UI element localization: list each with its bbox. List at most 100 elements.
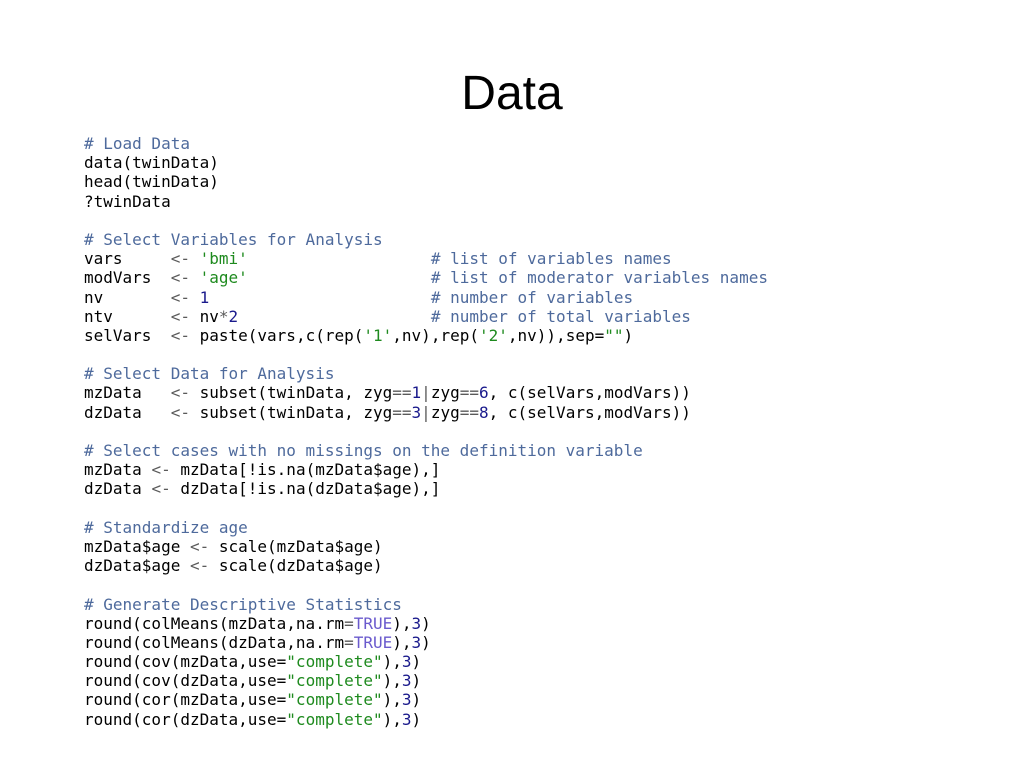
code-token-string: "complete" bbox=[286, 709, 383, 729]
code-token-number: 2 bbox=[228, 306, 239, 326]
code-token-string: '2' bbox=[478, 325, 508, 345]
code-token-code: ntv bbox=[84, 306, 171, 326]
code-token-code: , c(selVars,modVars)) bbox=[488, 402, 691, 422]
code-token-comment: # Standardize age bbox=[84, 517, 248, 537]
code-line: vars <- 'bmi' # list of variables names bbox=[84, 249, 768, 268]
code-token-op: == bbox=[459, 402, 479, 422]
code-token-code: mzData bbox=[84, 460, 152, 480]
code-line: round(cor(dzData,use="complete"),3) bbox=[84, 710, 768, 729]
code-token-string: "complete" bbox=[286, 671, 383, 691]
code-line: modVars <- 'age' # list of moderator var… bbox=[84, 268, 768, 287]
code-token-code: ), bbox=[382, 709, 402, 729]
code-token-comment: # list of variables names bbox=[430, 249, 672, 269]
code-token-op: == bbox=[459, 383, 479, 403]
code-token-code: mzData$age bbox=[84, 536, 190, 556]
code-token-code: ) bbox=[421, 613, 431, 633]
code-token-code: nv bbox=[199, 306, 219, 326]
code-token-op: <- bbox=[189, 536, 219, 556]
code-token-code: round(colMeans(dzData,na.rm bbox=[84, 632, 345, 652]
code-token-code bbox=[238, 307, 431, 326]
code-token-code: ,nv)),sep= bbox=[507, 325, 605, 345]
code-line: head(twinData) bbox=[84, 172, 768, 191]
code-token-comment: # Select cases with no missings on the d… bbox=[84, 441, 643, 460]
code-token-code: ) bbox=[411, 671, 422, 691]
code-token-code: , c(selVars,modVars)) bbox=[488, 383, 691, 403]
code-token-code: modVars bbox=[84, 268, 171, 288]
code-token-code: ) bbox=[411, 690, 422, 710]
code-token-op: | bbox=[421, 383, 431, 403]
code-token-keyword: TRUE bbox=[353, 613, 393, 633]
code-token-number: 3 bbox=[411, 402, 422, 422]
code-token-code: zyg bbox=[430, 402, 460, 422]
code-token-op: <- bbox=[151, 479, 181, 499]
code-token-op: | bbox=[421, 402, 431, 422]
code-line: mzData <- mzData[!is.na(mzData$age),] bbox=[84, 460, 768, 479]
code-token-code: dzData bbox=[84, 402, 171, 422]
code-token-op: = bbox=[344, 613, 354, 633]
slide-title: Data bbox=[461, 67, 563, 120]
code-token-code bbox=[248, 249, 431, 268]
code-token-code: dzData bbox=[84, 479, 152, 499]
code-token-op: <- bbox=[151, 460, 181, 480]
code-line: mzData <- subset(twinData, zyg==1|zyg==6… bbox=[84, 383, 768, 402]
code-token-string: "complete" bbox=[286, 690, 383, 710]
code-token-code: ), bbox=[382, 690, 402, 710]
code-token-code: ) bbox=[421, 632, 431, 652]
code-line: dzData <- subset(twinData, zyg==3|zyg==8… bbox=[84, 403, 768, 422]
code-line: round(colMeans(dzData,na.rm=TRUE),3) bbox=[84, 633, 768, 652]
code-token-number: 3 bbox=[401, 652, 412, 672]
code-line: ​ bbox=[84, 499, 768, 518]
code-token-code: ), bbox=[392, 613, 412, 633]
code-token-number: 3 bbox=[401, 709, 412, 729]
code-token-op: <- bbox=[170, 383, 200, 403]
code-token-op: <- bbox=[189, 556, 219, 576]
code-token-number: 1 bbox=[199, 287, 210, 307]
code-token-code: round(cor(dzData,use= bbox=[84, 709, 287, 729]
code-line: ​ bbox=[84, 211, 768, 230]
code-line: round(cov(dzData,use="complete"),3) bbox=[84, 671, 768, 690]
code-token-code: dzData$age bbox=[84, 556, 190, 576]
code-token-code: round(cov(dzData,use= bbox=[84, 671, 287, 691]
code-line: dzData <- dzData[!is.na(dzData$age),] bbox=[84, 479, 768, 498]
code-line: nv <- 1 # number of variables bbox=[84, 288, 768, 307]
code-token-code: ) bbox=[623, 325, 634, 345]
code-token-number: 6 bbox=[478, 383, 489, 403]
code-line: # Load Data bbox=[84, 134, 768, 153]
code-line: ​ bbox=[84, 345, 768, 364]
code-token-code: mzData[!is.na(mzData$age),] bbox=[180, 460, 441, 480]
code-line: # Select cases with no missings on the d… bbox=[84, 441, 768, 460]
code-token-code: mzData bbox=[84, 383, 171, 403]
code-token-comment: # list of moderator variables names bbox=[430, 268, 768, 288]
code-token-code: ), bbox=[392, 632, 412, 652]
code-line: # Standardize age bbox=[84, 518, 768, 537]
code-token-comment: # number of total variables bbox=[430, 306, 691, 326]
code-token-comment: # number of variables bbox=[430, 287, 634, 307]
code-token-code: ?twinData bbox=[84, 191, 171, 211]
code-line: ​ bbox=[84, 422, 768, 441]
code-token-code: subset(twinData, zyg bbox=[199, 383, 393, 403]
code-token-code: round(cor(mzData,use= bbox=[84, 690, 287, 710]
code-line: round(cov(mzData,use="complete"),3) bbox=[84, 652, 768, 671]
code-token-code: paste(vars,c(rep( bbox=[199, 325, 364, 345]
code-token-number: 8 bbox=[478, 402, 489, 422]
code-line: dzData$age <- scale(dzData$age) bbox=[84, 556, 768, 575]
code-token-code: scale(dzData$age) bbox=[218, 556, 383, 576]
code-line: ​ bbox=[84, 575, 768, 594]
code-token-code: ) bbox=[411, 652, 422, 672]
code-token-code bbox=[248, 268, 431, 287]
code-line: data(twinData) bbox=[84, 153, 768, 172]
code-token-code: subset(twinData, zyg bbox=[199, 402, 393, 422]
code-token-op: == bbox=[392, 383, 412, 403]
code-line: ntv <- nv*2 # number of total variables bbox=[84, 307, 768, 326]
code-token-number: 3 bbox=[401, 690, 412, 710]
code-token-op: <- bbox=[170, 249, 200, 269]
code-token-code: round(colMeans(mzData,na.rm bbox=[84, 613, 345, 633]
code-token-code: selVars bbox=[84, 325, 171, 345]
code-token-number: 3 bbox=[401, 671, 412, 691]
code-token-code: round(cov(mzData,use= bbox=[84, 652, 287, 672]
code-line: round(colMeans(mzData,na.rm=TRUE),3) bbox=[84, 614, 768, 633]
code-line: selVars <- paste(vars,c(rep('1',nv),rep(… bbox=[84, 326, 768, 345]
code-token-number: 3 bbox=[411, 632, 422, 652]
code-token-code: ), bbox=[382, 652, 402, 672]
code-token-number: 3 bbox=[411, 613, 422, 633]
